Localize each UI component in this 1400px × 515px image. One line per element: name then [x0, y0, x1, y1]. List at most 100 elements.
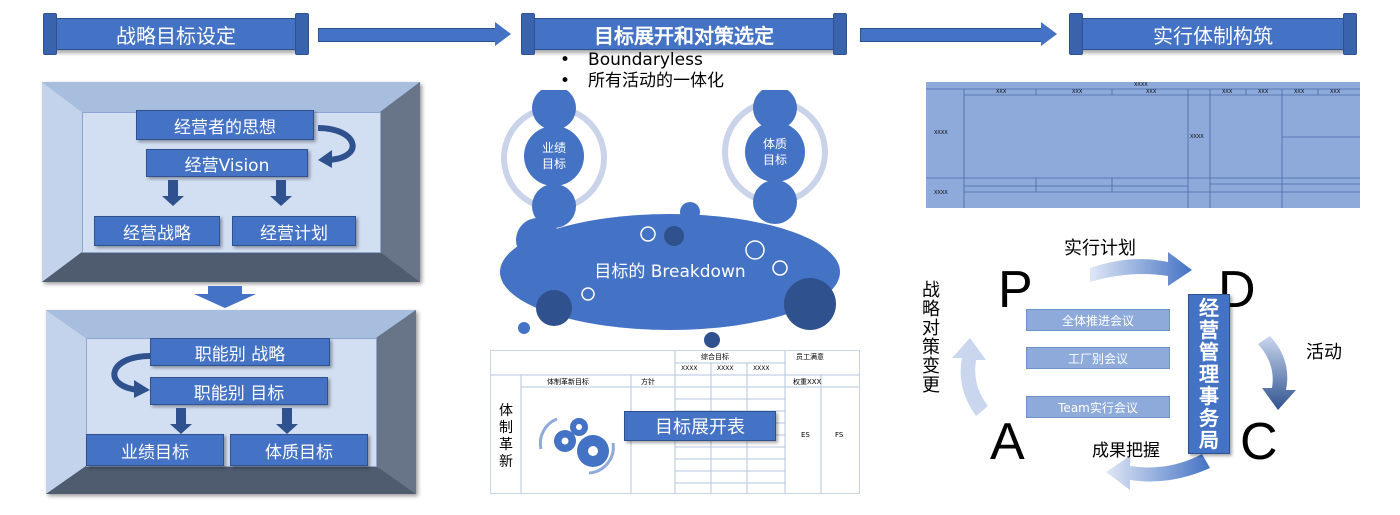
stage-label: 战略目标设定: [116, 23, 236, 48]
pdca-a: A: [990, 413, 1025, 471]
box-functional-goal: 职能别 目标: [150, 377, 328, 405]
box-functional-strategy: 职能别 战略: [150, 338, 330, 366]
circle-left-line2: 目标: [542, 157, 566, 171]
box-management-strategy: 经营战略: [94, 216, 220, 246]
scroll-curl-icon: [295, 13, 309, 55]
circle-node: [753, 180, 797, 224]
org-table: XXXX XXX XXX XXX XXX XXX XXX XXX XXXX XX…: [926, 82, 1360, 208]
circle-node: [745, 240, 765, 260]
circle-node: [581, 287, 595, 301]
circle-right-line1: 体质: [763, 137, 787, 151]
bevel-frame: [46, 310, 416, 494]
stage-banner-goal-setting: 战略目标设定: [43, 13, 309, 55]
bullet-item: 所有活动的一体化: [560, 71, 724, 92]
box-quality-goal: 体质目标: [230, 434, 368, 466]
down-arrow-icon: [270, 180, 292, 206]
label-result: 成果把握: [1092, 441, 1160, 461]
org-head: XXX: [1146, 89, 1157, 95]
scroll-curl-icon: [1069, 13, 1083, 55]
org-head: XXX: [1294, 89, 1305, 95]
circle-node: [640, 226, 656, 242]
org-left2: XXXX: [934, 190, 948, 196]
scroll-curl-icon: [521, 13, 535, 55]
arrow-change-icon: [952, 338, 988, 416]
circle-node: [772, 260, 788, 276]
label-activity: 活动: [1306, 342, 1342, 363]
col-overall: 综合目标: [701, 353, 729, 361]
meeting-team: Team实行会议: [1026, 396, 1170, 418]
breakdown-ellipse: [500, 214, 840, 330]
org-head: XXX: [1258, 89, 1269, 95]
gears-icon: [538, 417, 615, 475]
down-arrow-icon: [170, 408, 192, 434]
box-management-vision: 经营Vision: [146, 149, 308, 177]
cell-xxx: XXXX: [753, 365, 770, 372]
org-head: XXX: [1222, 89, 1233, 95]
org-head: XXX: [1072, 89, 1083, 95]
goal-table-title: 目标展开表: [624, 411, 776, 441]
circle-left-line1: 业绩: [542, 141, 566, 155]
cell-es: ES: [801, 431, 810, 439]
box-manager-thought: 经营者的思想: [136, 110, 314, 140]
breakdown-diagram: 业绩 目标 体质 目标 目标的 Breakdown: [500, 90, 840, 348]
stage-banner-goal-deployment: 目标展开和对策选定: [521, 13, 847, 55]
management-office-label: 经营管理事务局: [1199, 296, 1219, 452]
pdca-cycle: [952, 252, 1296, 490]
circle-node: [680, 202, 700, 222]
scroll-curl-icon: [1343, 13, 1357, 55]
meeting-factory: 工厂别会议: [1026, 347, 1170, 369]
circle-node: [532, 184, 576, 228]
pdca-c: C: [1240, 413, 1278, 471]
bullet-item: Boundaryless: [560, 50, 724, 71]
cell-xxx: XXXX: [681, 365, 698, 372]
breakdown-label: 目标的 Breakdown: [594, 262, 745, 282]
block-down-arrow-icon: [194, 286, 256, 308]
org-left1: XXXX: [934, 130, 948, 136]
stage-label: 目标展开和对策选定: [594, 23, 774, 48]
col-reform: 体制革新目标: [547, 378, 589, 386]
circle-node: [784, 278, 836, 330]
circle-node: [524, 126, 584, 186]
label-execution-plan: 实行计划: [1064, 238, 1136, 259]
flow-arrow-icon: [860, 22, 1057, 46]
org-top: XXXX: [1134, 82, 1148, 88]
down-arrow-icon: [162, 180, 184, 206]
stage-banner-system-building: 实行体制构筑: [1069, 13, 1357, 55]
circle-node: [753, 90, 797, 130]
label-strategy-change: 战略对策变更: [919, 280, 940, 394]
cell-fs: FS: [835, 431, 844, 439]
col-weight: 权重XXX: [793, 378, 822, 386]
cell-xxx: XXXX: [717, 365, 734, 372]
circle-node: [664, 226, 684, 246]
box-performance-goal: 业绩目标: [86, 434, 224, 466]
circle-node: [518, 322, 530, 334]
row-label: 体制革新: [499, 403, 513, 470]
arrow-plan-icon: [1090, 252, 1192, 286]
circle-node: [704, 332, 720, 348]
stage-label: 实行体制构筑: [1153, 23, 1273, 48]
scroll-curl-icon: [833, 13, 847, 55]
curved-arrow-icon: [111, 353, 151, 398]
goal-deployment-table: 综合目标 员工满意 XXXX XXXX XXXX 体制革新目标 方针 权重XXX…: [490, 350, 860, 494]
management-office-box: 经营管理事务局: [1188, 294, 1230, 454]
scroll-curl-icon: [43, 13, 57, 55]
circle-right-line2: 目标: [763, 153, 787, 167]
arrow-activity-icon: [1258, 336, 1296, 410]
circle-node: [532, 90, 576, 130]
org-mid: XXXX: [1190, 134, 1204, 140]
bevel-frame: [42, 82, 420, 282]
org-table-grid: [926, 88, 1360, 208]
circle-node: [516, 218, 560, 262]
arrow-result-icon: [1106, 454, 1210, 490]
col-plan: 方针: [641, 378, 655, 386]
circle-node: [745, 122, 805, 182]
flow-arrow-icon: [318, 22, 511, 46]
org-head: XXX: [996, 89, 1007, 95]
down-arrow-icon: [276, 408, 298, 434]
meeting-all-hands: 全体推进会议: [1026, 309, 1170, 331]
box-management-plan: 经营计划: [232, 216, 356, 246]
org-head: XXX: [1330, 89, 1341, 95]
bullet-list: Boundaryless 所有活动的一体化: [560, 50, 724, 92]
col-staff: 员工满意: [796, 353, 824, 361]
circle-node: [536, 290, 572, 326]
